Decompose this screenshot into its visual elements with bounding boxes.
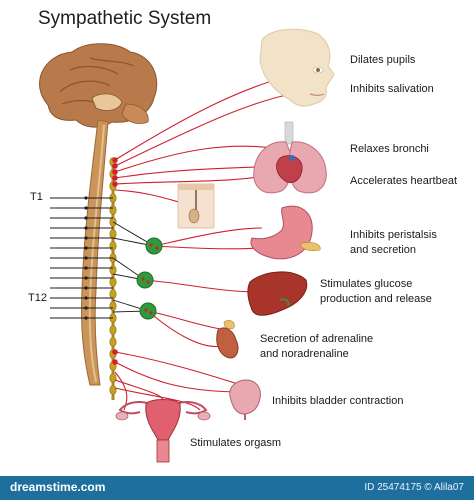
effect-line: Accelerates heartbeat bbox=[350, 175, 458, 187]
root-dot bbox=[84, 236, 88, 240]
nerve-fiber bbox=[114, 387, 201, 411]
effect-line: and noradrenaline bbox=[260, 348, 349, 360]
footer-meta: ID 25474175 © Alila07 bbox=[364, 482, 464, 493]
root-dot bbox=[84, 276, 88, 280]
effect-line: production and release bbox=[320, 293, 432, 305]
effect-line: Relaxes bronchi bbox=[350, 143, 429, 155]
synapse-dot bbox=[112, 359, 118, 365]
spinal-column bbox=[80, 119, 109, 386]
chain-node bbox=[109, 337, 117, 347]
root-dot bbox=[84, 286, 88, 290]
synapse-dot bbox=[112, 157, 118, 163]
effect-label-liver: Stimulates glucose production and releas… bbox=[320, 277, 432, 307]
nerve-fiber bbox=[147, 310, 223, 348]
skin-follicle-illustration bbox=[177, 183, 215, 229]
face-illustration bbox=[259, 28, 335, 107]
effect-line: Inhibits bladder contraction bbox=[272, 395, 404, 407]
chain-node bbox=[109, 325, 117, 335]
chain-node bbox=[109, 229, 117, 239]
diagram-title: Sympathetic System bbox=[38, 8, 212, 29]
footer-brand: dreamstime.com bbox=[10, 480, 106, 494]
nerve-fibers bbox=[112, 69, 319, 411]
chain-node bbox=[109, 265, 117, 275]
root-dot bbox=[84, 216, 88, 220]
chain-node bbox=[109, 241, 117, 251]
effect-label-heart: Accelerates heartbeat bbox=[350, 174, 457, 189]
liver-illustration bbox=[247, 271, 308, 316]
effect-line: and secretion bbox=[350, 244, 417, 256]
effect-label-stomach: Inhibits peristalsis and secretion bbox=[350, 228, 437, 258]
chain-node bbox=[109, 301, 117, 311]
chain-node bbox=[109, 205, 117, 215]
root-dot bbox=[84, 266, 88, 270]
effect-line: Inhibits salivation bbox=[350, 83, 434, 95]
synapse-dot bbox=[112, 169, 118, 175]
effect-label-bronchi: Relaxes bronchi bbox=[350, 142, 429, 157]
root-dot bbox=[84, 296, 88, 300]
lungs-heart-illustration bbox=[253, 121, 327, 194]
effect-line: Secretion of adrenaline bbox=[260, 333, 374, 345]
effect-label-bladder: Inhibits bladder contraction bbox=[272, 394, 403, 409]
vertebra-label-t1: T1 bbox=[30, 191, 43, 203]
spinal-nerve-connectors bbox=[50, 196, 155, 320]
effect-label-pupils: Dilates pupils bbox=[350, 53, 415, 68]
footer-bar: dreamstime.com ID 25474175 © Alila07 bbox=[0, 476, 474, 500]
nerve-fiber bbox=[147, 310, 227, 331]
stomach-illustration bbox=[250, 205, 321, 260]
root-dot bbox=[84, 246, 88, 250]
effect-label-saliva: Inhibits salivation bbox=[350, 82, 434, 97]
synapse-dot bbox=[112, 349, 118, 355]
nerve-fiber bbox=[153, 245, 259, 250]
nerve-fiber bbox=[114, 351, 239, 385]
nerve-fiber bbox=[114, 91, 303, 167]
nerve-fiber bbox=[114, 361, 245, 393]
effect-line: Dilates pupils bbox=[350, 54, 416, 66]
reproductive-organs-illustration bbox=[115, 399, 211, 463]
synapse-dot bbox=[112, 163, 118, 169]
effect-label-adrenal: Secretion of adrenaline and noradrenalin… bbox=[260, 332, 373, 362]
chain-node bbox=[109, 289, 117, 299]
adrenal-kidney-illustration bbox=[216, 320, 239, 359]
bladder-illustration bbox=[229, 379, 261, 420]
nerve-fiber bbox=[153, 227, 263, 247]
root-dot bbox=[84, 316, 88, 320]
root-dot bbox=[84, 226, 88, 230]
chain-node bbox=[109, 277, 117, 287]
root-dot bbox=[84, 306, 88, 310]
chain-node bbox=[109, 373, 117, 383]
synapse-dot bbox=[112, 181, 118, 187]
brain-illustration bbox=[39, 43, 158, 128]
root-dot bbox=[84, 206, 88, 210]
root-dot bbox=[84, 256, 88, 260]
synapse-dot bbox=[112, 175, 118, 181]
effect-line: Inhibits peristalsis bbox=[350, 229, 437, 241]
vertebra-label-t12: T12 bbox=[28, 292, 47, 304]
nerve-fiber bbox=[114, 189, 187, 205]
nerve-fiber bbox=[144, 279, 261, 293]
collateral-ganglia bbox=[136, 237, 163, 320]
effect-line: Stimulates glucose bbox=[320, 278, 413, 290]
chain-node bbox=[109, 385, 117, 395]
effect-label-genitals: Stimulates orgasm bbox=[190, 436, 281, 451]
root-dot bbox=[84, 196, 88, 200]
effect-line: Stimulates orgasm bbox=[190, 437, 282, 449]
nerve-fiber bbox=[114, 371, 128, 411]
